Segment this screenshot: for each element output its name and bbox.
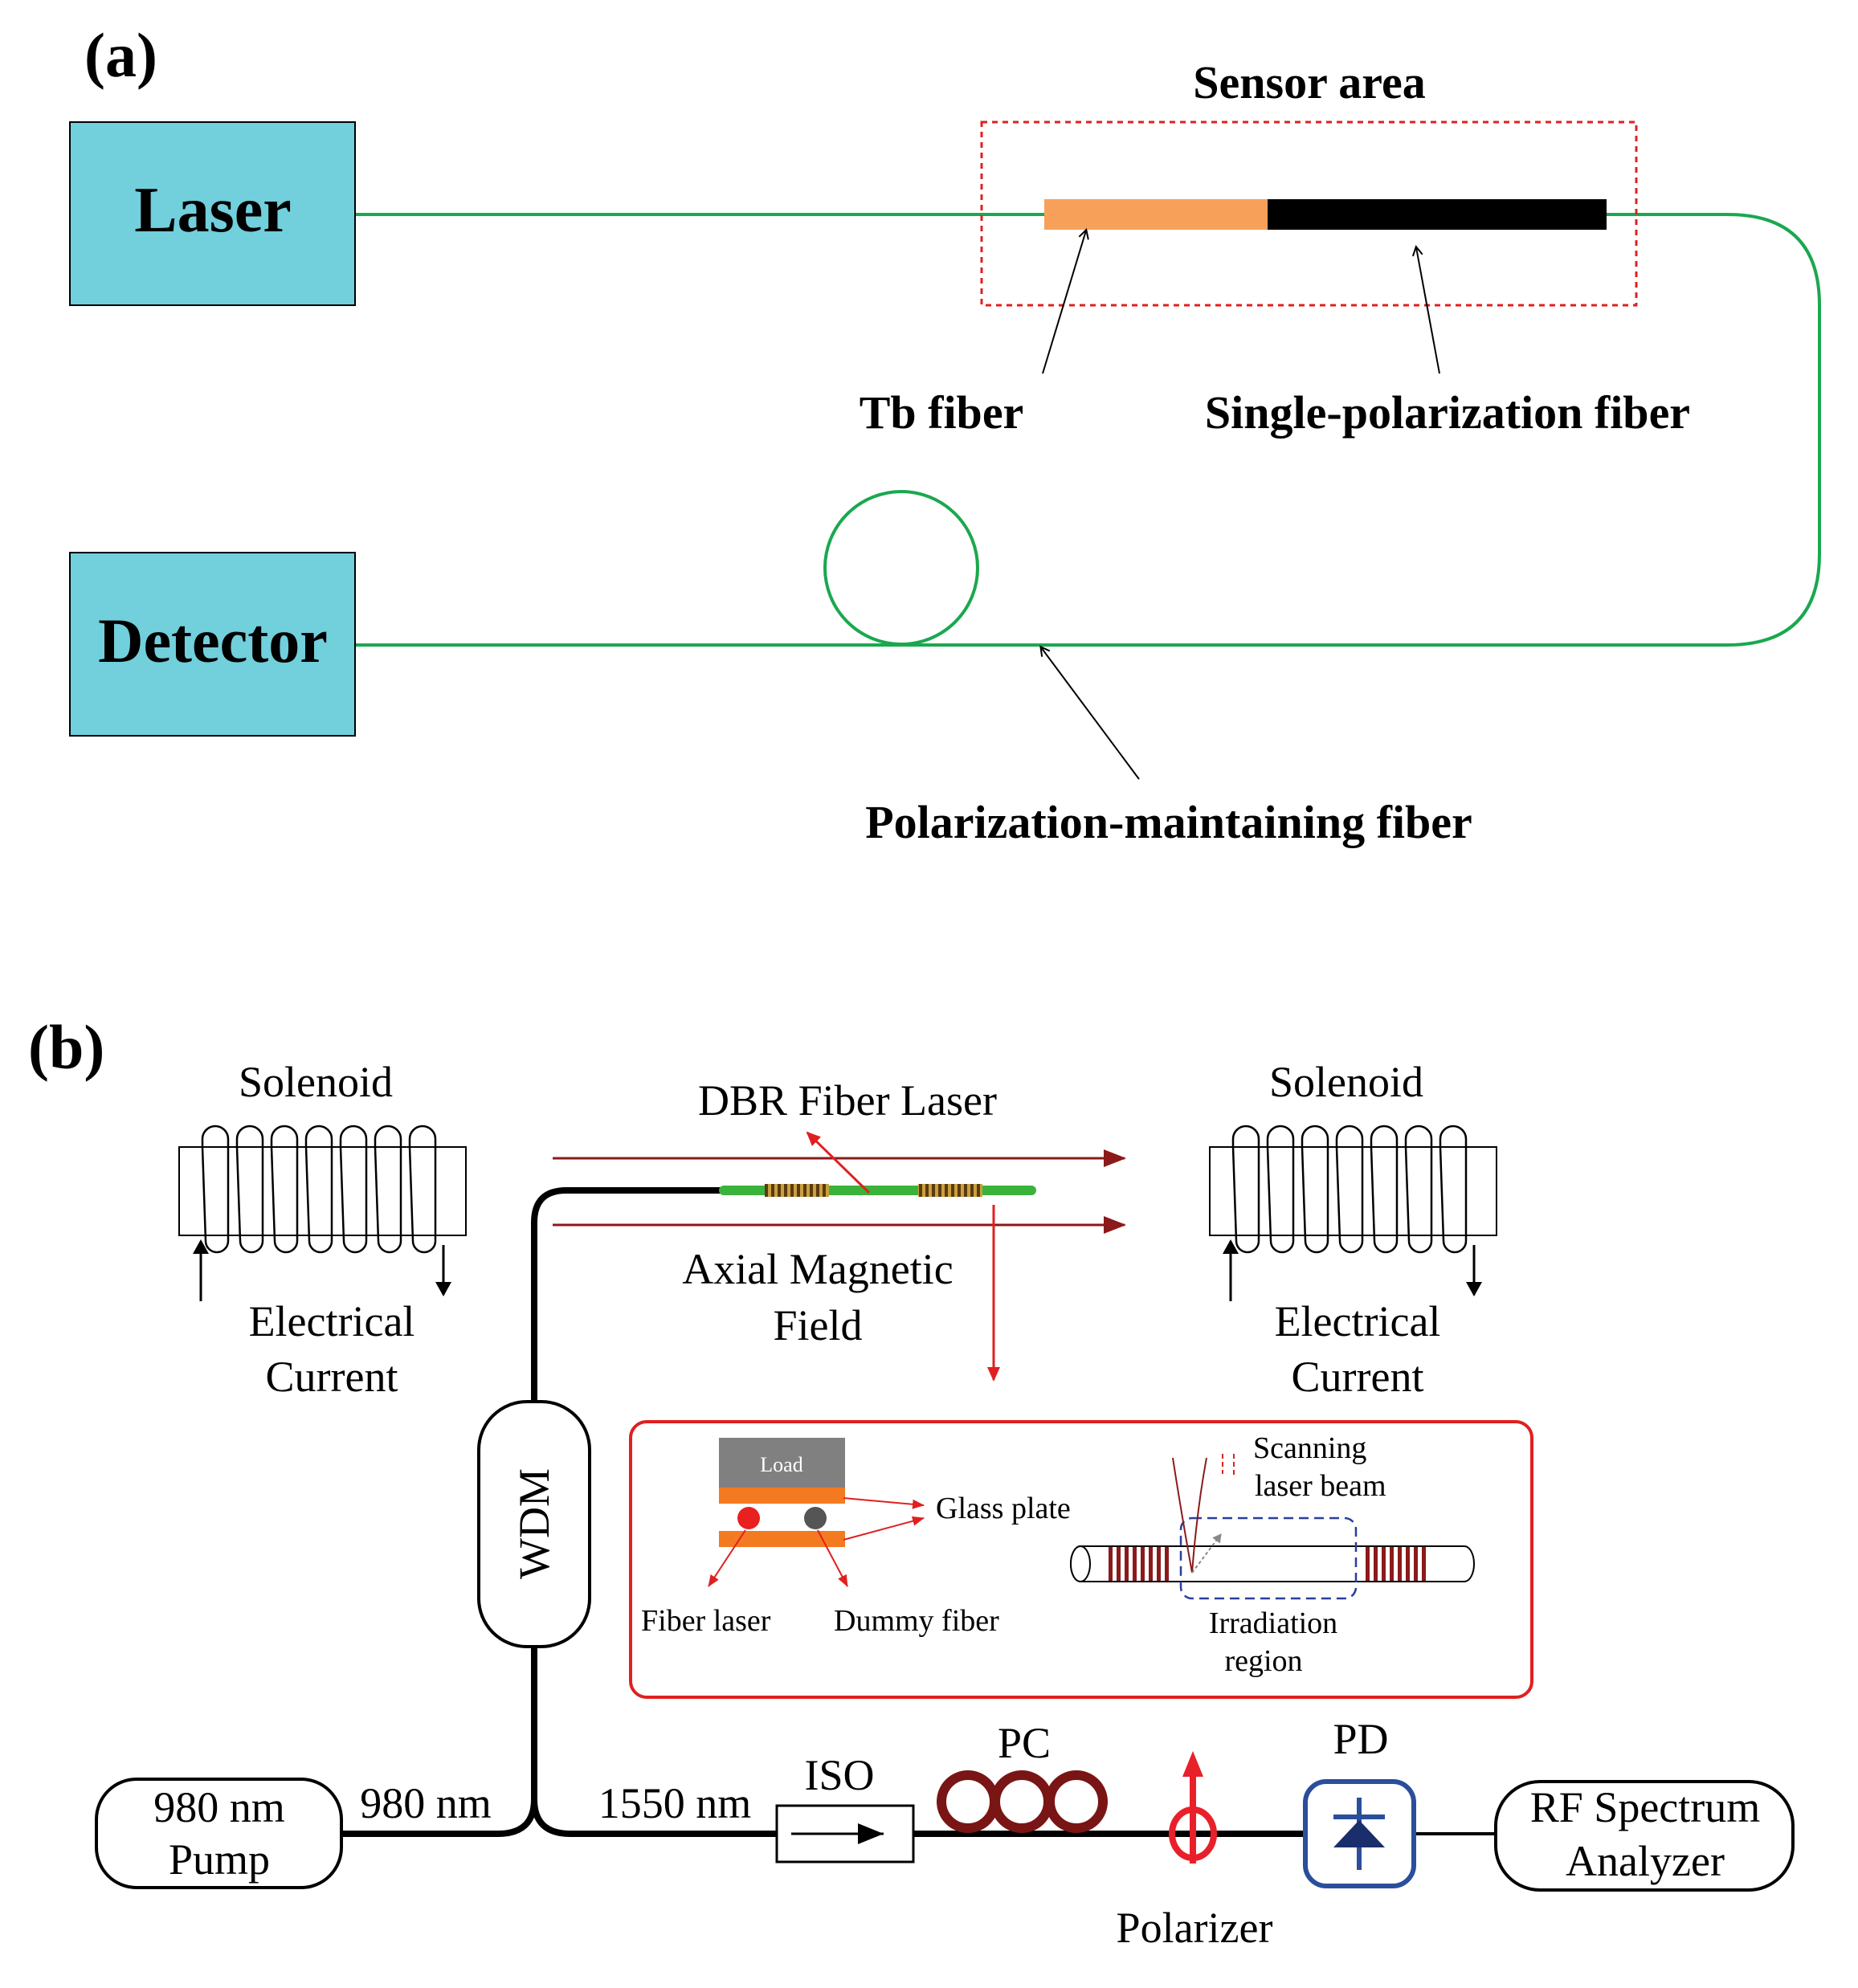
grating-rings-left	[1109, 1547, 1173, 1581]
pm-fiber-pointer	[1041, 647, 1140, 780]
panel-a-label: (a)	[84, 20, 157, 90]
pd-label: PD	[1333, 1715, 1388, 1763]
pm-fiber-label: Polarization-maintaining fiber	[865, 796, 1472, 848]
inset-panel: Load Glass plate Fiber laser Dummy fiber	[629, 1420, 1533, 1699]
laser-box	[69, 121, 356, 306]
rf-analyzer-box	[1494, 1780, 1795, 1892]
detector-label: Detector	[98, 606, 328, 676]
dummy-fiber-label: Dummy fiber	[834, 1604, 999, 1638]
panel-a: (a) Laser Detector Sensor area Tb fiber …	[69, 20, 1821, 848]
dbr-label: DBR Fiber Laser	[698, 1076, 997, 1125]
photodiode-icon	[1333, 1820, 1385, 1847]
solenoid-right-label: Solenoid	[1269, 1058, 1423, 1106]
scanning-line2: laser beam	[1255, 1469, 1386, 1503]
glass-plate-top	[719, 1488, 845, 1504]
solenoid-left-label: Solenoid	[239, 1058, 393, 1106]
dbr-pointer	[806, 1131, 871, 1194]
sp-fiber-label: Single-polarization fiber	[1205, 386, 1690, 439]
fiber-coil	[823, 490, 979, 646]
isolator-arrow-icon	[858, 1823, 884, 1844]
tb-fiber-pointer	[1042, 231, 1086, 374]
sensor-area-label: Sensor area	[1193, 56, 1425, 108]
pump-line1: 980 nm	[153, 1783, 285, 1831]
panel-b-label: (b)	[28, 1012, 104, 1082]
axial-line2: Field	[773, 1301, 862, 1349]
irradiation-region-box	[1179, 1517, 1358, 1600]
axial-line1: Axial Magnetic	[682, 1245, 953, 1293]
wdm-label: WDM	[510, 1468, 558, 1579]
wdm-box	[477, 1400, 591, 1648]
solenoid-left: Solenoid Electrical Current	[178, 1058, 467, 1401]
scanning-beam	[1172, 1454, 1235, 1574]
detector-box	[69, 552, 356, 737]
load-block	[719, 1438, 845, 1488]
iso-label: ISO	[804, 1751, 874, 1799]
current-right-line2: Current	[1292, 1353, 1424, 1401]
panel-b: (b) Solenoid Electrical Current Solenoid	[28, 1012, 1795, 1952]
tb-fiber-segment	[1044, 199, 1269, 230]
glass-plate-bottom	[719, 1531, 845, 1547]
grating-left	[765, 1184, 829, 1197]
irradiation-line1: Irradiation	[1209, 1606, 1337, 1640]
scanning-line1: Scanning	[1253, 1431, 1366, 1465]
dummy-fiber-dot	[804, 1507, 827, 1529]
polarizer-icon	[1169, 1751, 1217, 1863]
fiber-laser-dot	[737, 1507, 760, 1529]
polarizer-label: Polarizer	[1117, 1904, 1273, 1952]
current-left-line2: Current	[266, 1353, 398, 1401]
sp-fiber-pointer	[1416, 247, 1440, 374]
polarization-controller	[937, 1770, 1108, 1833]
tb-fiber-label: Tb fiber	[860, 386, 1024, 439]
rfsa-line1: RF Spectrum	[1530, 1783, 1761, 1831]
load-label: Load	[760, 1453, 802, 1476]
pump-box	[95, 1778, 343, 1889]
irradiation-line2: region	[1224, 1644, 1302, 1678]
fiber-laser-label: Fiber laser	[641, 1604, 771, 1638]
sensor-area-box	[980, 120, 1638, 307]
rfsa-line2: Analyzer	[1566, 1837, 1725, 1885]
single-polarization-fiber-segment	[1268, 199, 1607, 230]
grating-right	[918, 1184, 982, 1197]
grating-rings-right	[1362, 1547, 1426, 1581]
fiber-line-b	[341, 1187, 1496, 1837]
pump-wavelength-label: 980 nm	[360, 1779, 492, 1827]
current-left-line1: Electrical	[249, 1297, 415, 1345]
glass-plate-label: Glass plate	[936, 1492, 1071, 1525]
signal-wavelength-label: 1550 nm	[598, 1779, 752, 1827]
laser-label: Laser	[134, 175, 292, 246]
pc-label: PC	[998, 1719, 1051, 1767]
solenoid-right: Solenoid Electrical Current	[1209, 1058, 1497, 1401]
current-right-line1: Electrical	[1275, 1297, 1441, 1345]
pump-line2: Pump	[169, 1835, 270, 1884]
fiber-path	[353, 213, 1821, 647]
